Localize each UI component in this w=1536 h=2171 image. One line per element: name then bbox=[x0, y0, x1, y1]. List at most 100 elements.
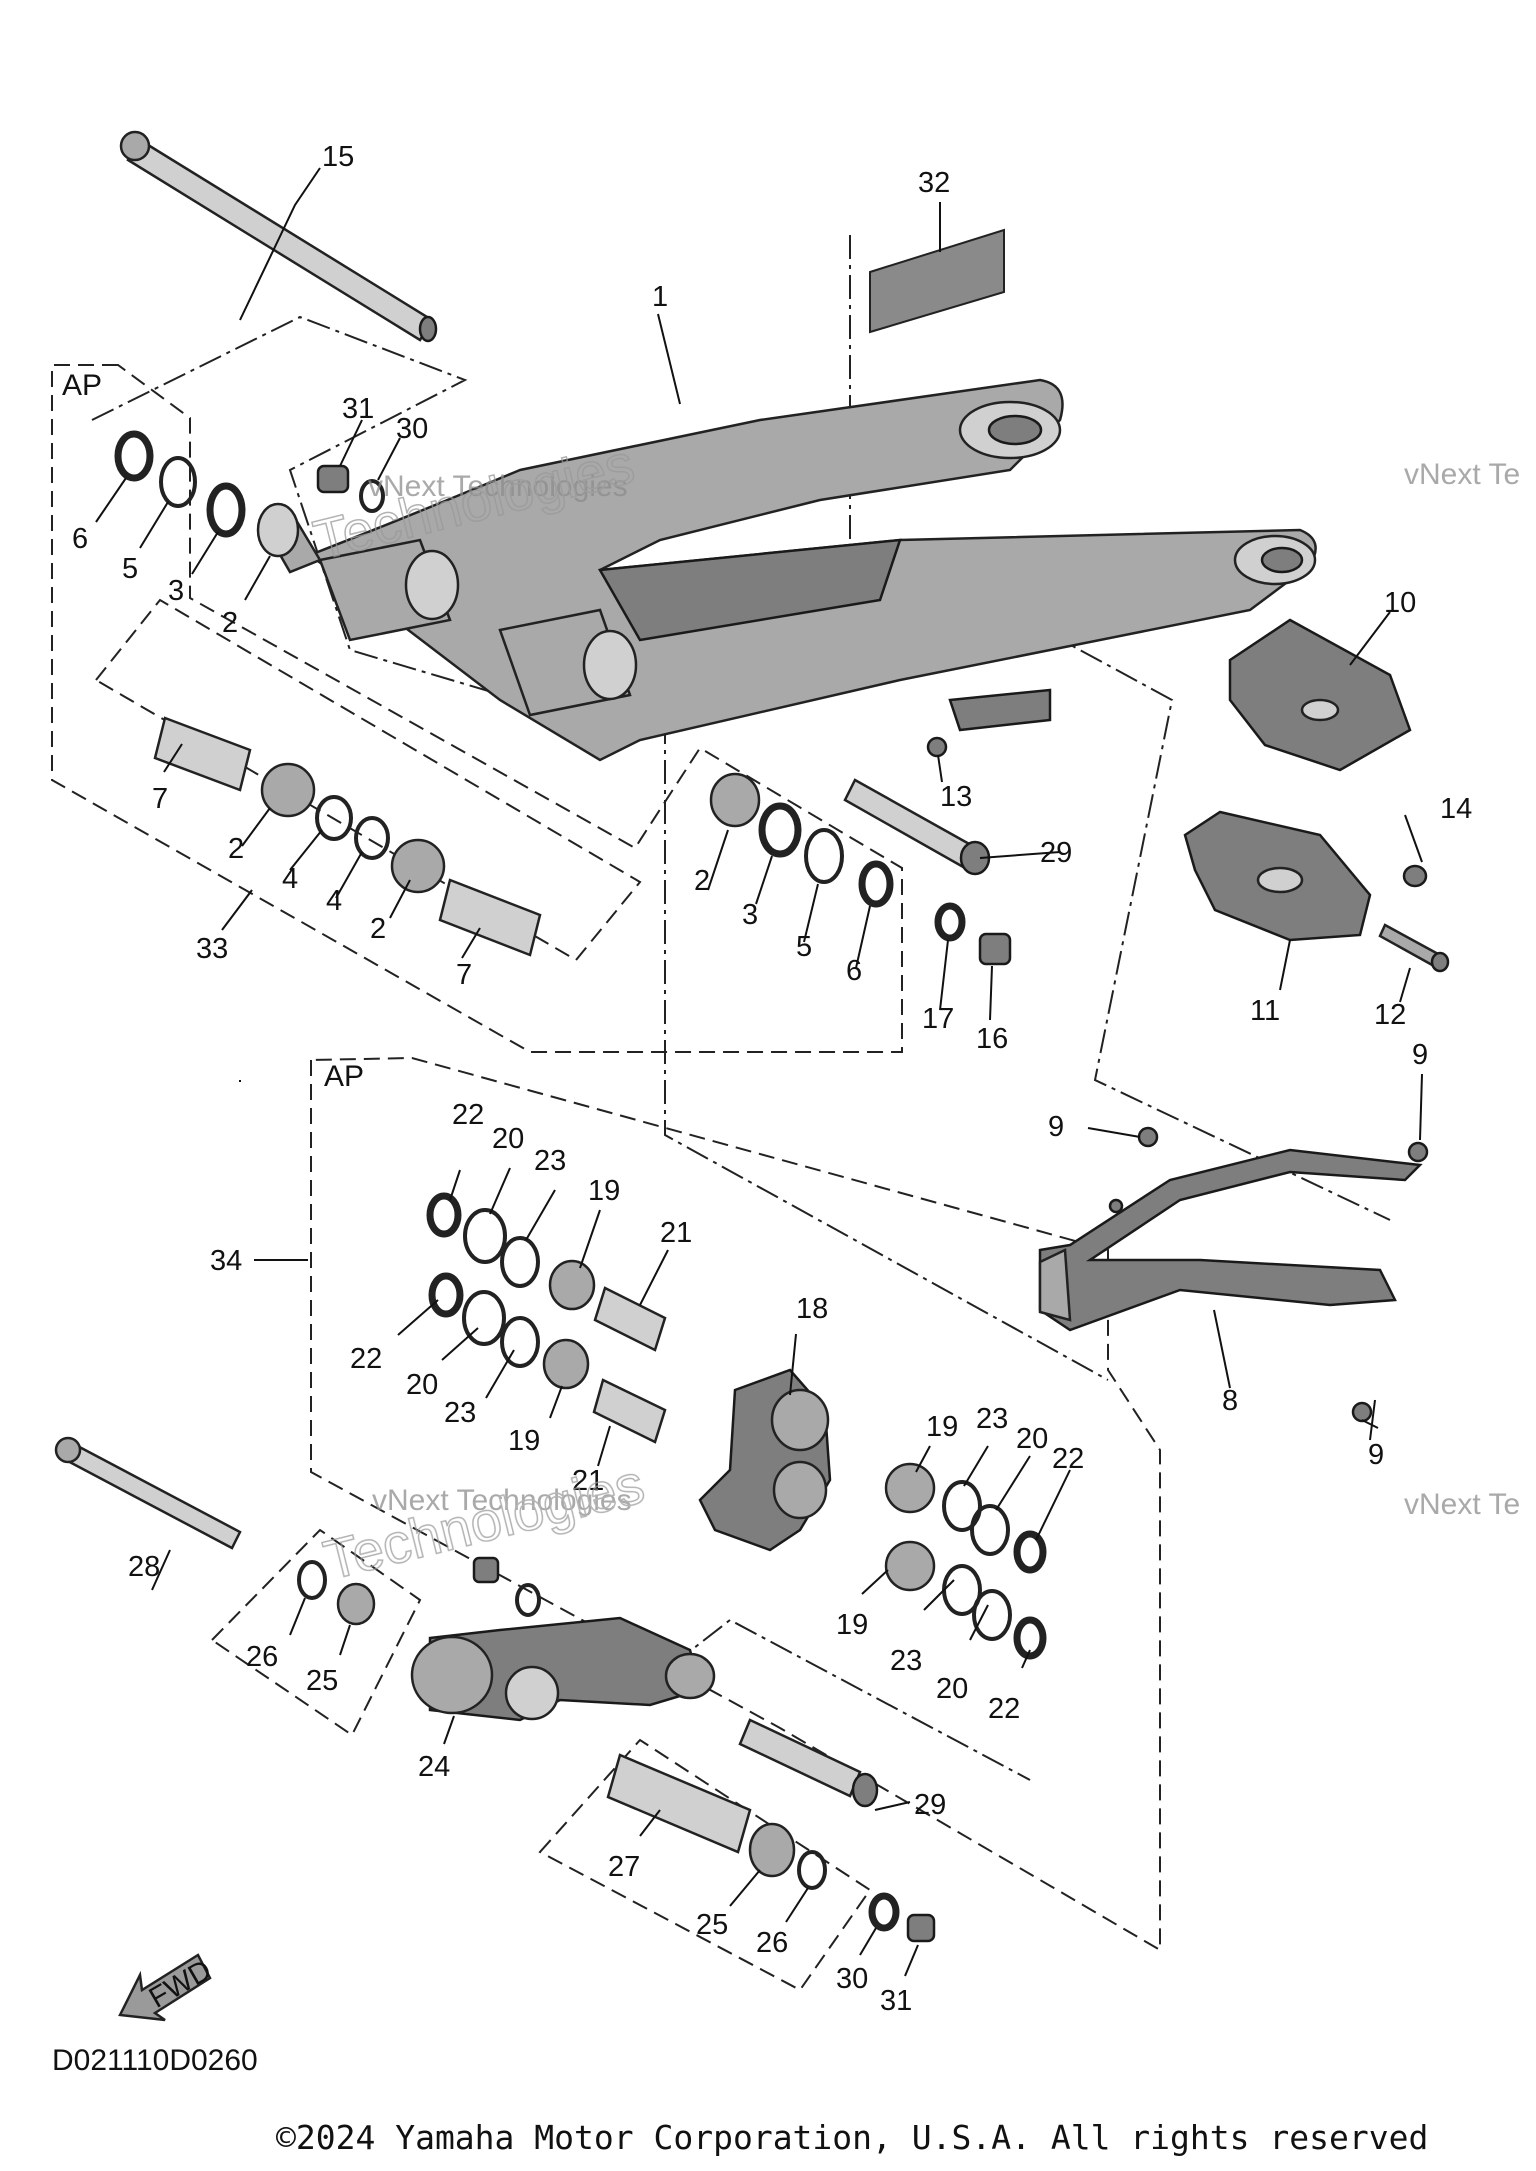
callout-6: 6 bbox=[72, 523, 88, 555]
kit-outline-25-26 bbox=[210, 1528, 422, 1737]
callout-3: 3 bbox=[742, 899, 758, 931]
callout-14: 14 bbox=[1440, 793, 1472, 825]
part-10-bracket bbox=[1228, 618, 1412, 772]
fwd-label: FWD bbox=[144, 1954, 217, 2015]
callout-17: 17 bbox=[922, 1003, 954, 1035]
callout-9: 9 bbox=[1368, 1439, 1384, 1471]
guide-line-axle bbox=[91, 315, 621, 731]
callout-21: 21 bbox=[660, 1217, 692, 1249]
callout-2: 2 bbox=[228, 833, 244, 865]
callout-19: 19 bbox=[926, 1411, 958, 1443]
callout-11: 11 bbox=[1250, 995, 1280, 1027]
part-27-collar bbox=[606, 1753, 827, 1890]
callout-34: 34 bbox=[210, 1245, 242, 1277]
callout-28: 28 bbox=[128, 1551, 160, 1583]
watermark-text: vNext Technologies bbox=[368, 470, 628, 503]
callout-24: 24 bbox=[418, 1751, 450, 1783]
kit-label-ap-upper: AP bbox=[62, 369, 102, 402]
callout-19: 19 bbox=[588, 1175, 620, 1207]
part-1-swingarm bbox=[307, 378, 1317, 762]
part-11-bracket bbox=[1183, 810, 1372, 942]
callout-27: 27 bbox=[608, 1851, 640, 1883]
part-8-chain-guide bbox=[1038, 1126, 1429, 1423]
callout-5: 5 bbox=[122, 553, 138, 585]
callout-32: 32 bbox=[918, 167, 950, 199]
callout-22: 22 bbox=[1052, 1443, 1084, 1475]
callout-7: 7 bbox=[456, 959, 472, 991]
callout-20: 20 bbox=[1016, 1423, 1048, 1455]
right-bearing-stack bbox=[709, 772, 1012, 966]
callout-33: 33 bbox=[196, 933, 228, 965]
guide-line-lower bbox=[639, 1618, 1031, 1781]
kit-outline-upper bbox=[51, 364, 903, 1053]
callout-19: 19 bbox=[508, 1425, 540, 1457]
callout-2: 2 bbox=[694, 865, 710, 897]
callout-20: 20 bbox=[492, 1123, 524, 1155]
callout-6: 6 bbox=[846, 955, 862, 987]
callout-31: 31 bbox=[880, 1985, 912, 2017]
callout-4: 4 bbox=[282, 863, 298, 895]
fwd-arrow-icon: FWD bbox=[118, 1953, 217, 2022]
part-29-lower-bolt bbox=[738, 1718, 879, 1808]
callout-30: 30 bbox=[836, 1963, 868, 1995]
part-32-label bbox=[869, 228, 1005, 334]
part-15-pivot-shaft bbox=[119, 130, 438, 343]
small-bushings-25-26 bbox=[297, 1556, 541, 1626]
callout-22: 22 bbox=[988, 1693, 1020, 1725]
callout-4: 4 bbox=[326, 885, 342, 917]
callout-19: 19 bbox=[836, 1609, 868, 1641]
callout-1: 1 bbox=[652, 281, 668, 313]
upper-left-bearing-stack bbox=[114, 430, 385, 574]
part-24-connecting-rod bbox=[410, 1616, 716, 1722]
callout-16: 16 bbox=[976, 1023, 1008, 1055]
callout-12: 12 bbox=[1374, 999, 1406, 1031]
callout-22: 22 bbox=[452, 1099, 484, 1131]
watermark-edge: vNext Te bbox=[1404, 1488, 1520, 1521]
kit-outline-lower bbox=[310, 1056, 1161, 1952]
callout-18: 18 bbox=[796, 1293, 828, 1325]
callout-23: 23 bbox=[890, 1645, 922, 1677]
part-33-bearing-kit bbox=[153, 716, 542, 957]
drawing-code: D021110D0260 bbox=[52, 2044, 258, 2077]
callout-8: 8 bbox=[1222, 1385, 1238, 1417]
callout-21: 21 bbox=[572, 1465, 604, 1497]
callout-9: 9 bbox=[1048, 1111, 1064, 1143]
copyright-notice: ©2024 Yamaha Motor Corporation, U.S.A. A… bbox=[276, 2118, 1429, 2157]
part-28-shaft bbox=[54, 1436, 242, 1550]
callout-15: 15 bbox=[322, 141, 354, 173]
fasteners-12-14 bbox=[926, 736, 1450, 973]
leader-lines bbox=[95, 167, 1423, 1977]
callout-2: 2 bbox=[222, 607, 238, 639]
callout-25: 25 bbox=[306, 1665, 338, 1697]
callout-29: 29 bbox=[914, 1789, 946, 1821]
part-18-relay-arm bbox=[698, 1368, 832, 1552]
callout-2: 2 bbox=[370, 913, 386, 945]
callout-26: 26 bbox=[756, 1927, 788, 1959]
right-linkage-bearings bbox=[884, 1462, 1047, 1660]
callout-3: 3 bbox=[168, 575, 184, 607]
callout-20: 20 bbox=[406, 1369, 438, 1401]
callout-25: 25 bbox=[696, 1909, 728, 1941]
callout-9: 9 bbox=[1412, 1039, 1428, 1071]
watermark-edge: vNext Te bbox=[1404, 458, 1520, 491]
kit-label-ap-lower: AP bbox=[324, 1060, 364, 1093]
callout-5: 5 bbox=[796, 931, 812, 963]
callout-numbers: 1 2 2 2 2 3 3 4 4 5 5 6 6 7 7 8 9 9 9 10… bbox=[72, 141, 1472, 2017]
callout-10: 10 bbox=[1384, 587, 1416, 619]
callout-22: 22 bbox=[350, 1343, 382, 1375]
callout-13: 13 bbox=[940, 781, 972, 813]
callout-23: 23 bbox=[534, 1145, 566, 1177]
callout-20: 20 bbox=[936, 1673, 968, 1705]
watermark-text: vNext Technologies bbox=[372, 1484, 632, 1517]
callout-23: 23 bbox=[444, 1397, 476, 1429]
callout-30: 30 bbox=[396, 413, 428, 445]
callout-26: 26 bbox=[246, 1641, 278, 1673]
callout-31: 31 bbox=[342, 393, 374, 425]
nut-washer-30-31 bbox=[868, 1892, 936, 1943]
guide-line-center bbox=[664, 680, 1109, 1381]
kit-outline-27 bbox=[538, 1738, 872, 1992]
callout-23: 23 bbox=[976, 1403, 1008, 1435]
part-34-bearing-kit bbox=[426, 1192, 667, 1444]
callout-29: 29 bbox=[1040, 837, 1072, 869]
